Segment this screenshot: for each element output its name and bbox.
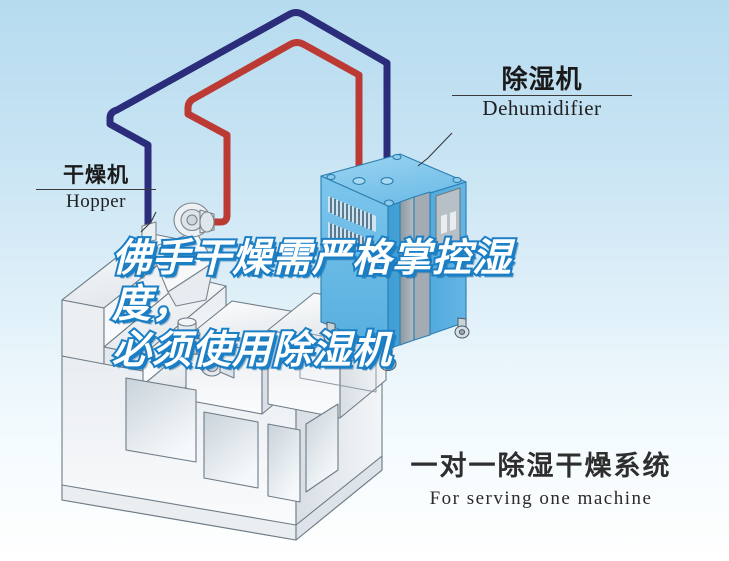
pipe-dry-air-supply xyxy=(184,39,363,226)
vent-upper xyxy=(328,196,376,232)
feed-throat-coupling xyxy=(173,317,201,356)
dehumidifier-cabinet xyxy=(320,153,470,371)
hopper-dryer xyxy=(141,202,215,307)
vent-lower xyxy=(328,222,376,258)
blower-motor xyxy=(173,202,215,238)
casters xyxy=(323,317,470,371)
nozzle-block xyxy=(200,355,235,379)
pipe-return-air xyxy=(106,9,391,236)
leader-lines xyxy=(140,132,453,233)
